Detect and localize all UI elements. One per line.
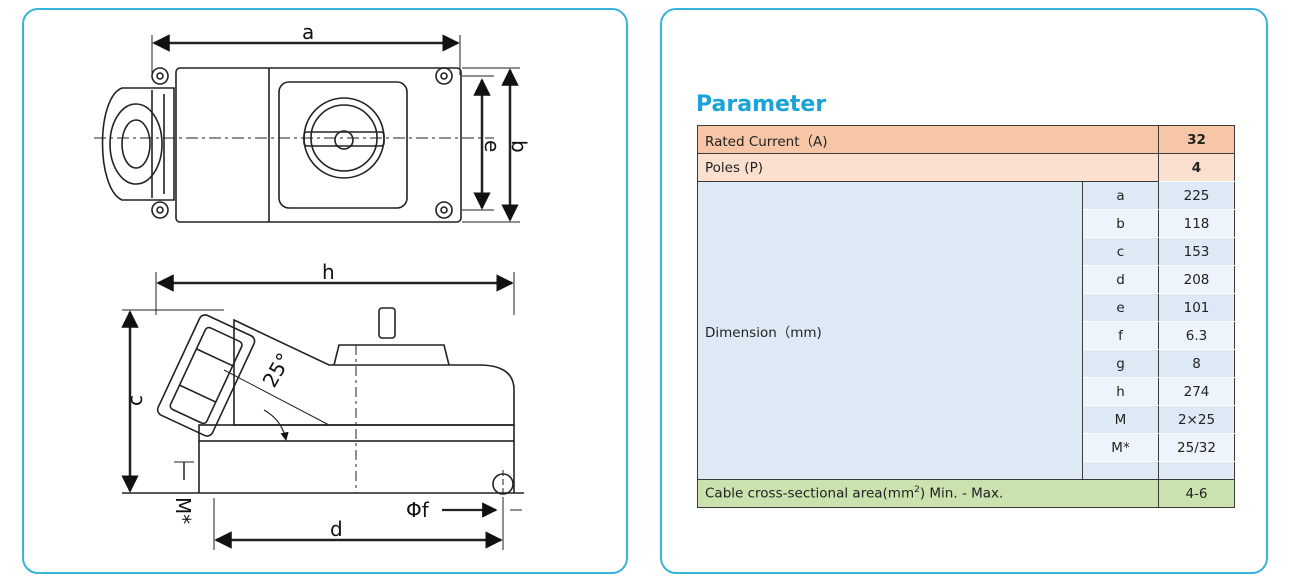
dimension-value: 153 bbox=[1158, 237, 1235, 266]
dimension-value: 274 bbox=[1158, 377, 1235, 406]
dimension-symbol bbox=[1082, 461, 1159, 480]
cable-label-text: Cable cross-sectional area(mm bbox=[705, 485, 915, 502]
dim-label-b: b bbox=[507, 140, 531, 153]
cable-label-tail: ) Min. - Max. bbox=[919, 485, 1004, 502]
dimension-value: 208 bbox=[1158, 265, 1235, 294]
dimension-symbol: e bbox=[1082, 293, 1159, 322]
dimension-symbol: M* bbox=[1082, 433, 1159, 462]
dimension-value: 101 bbox=[1158, 293, 1235, 322]
poles-row: Poles (P) 4 bbox=[697, 153, 1235, 182]
angle-label: 25° bbox=[258, 349, 297, 392]
dimension-value: 118 bbox=[1158, 209, 1235, 238]
dimension-value: 25/32 bbox=[1158, 433, 1235, 462]
cable-value: 4-6 bbox=[1158, 479, 1235, 508]
poles-value: 4 bbox=[1158, 153, 1235, 182]
dimension-value: 2×25 bbox=[1158, 405, 1235, 434]
dimension-symbol: g bbox=[1082, 349, 1159, 378]
parameter-panel: Parameter Rated Current（A) 32 Poles (P) … bbox=[660, 8, 1268, 574]
technical-drawing: a e bbox=[94, 20, 531, 550]
dim-label-m: M* bbox=[171, 497, 195, 524]
dimension-row bbox=[698, 461, 1235, 480]
side-view: h 25° c bbox=[121, 260, 524, 550]
dimension-symbol: f bbox=[1082, 321, 1159, 350]
dimension-value bbox=[1158, 461, 1235, 480]
dimension-symbol: b bbox=[1082, 209, 1159, 238]
rated-current-row: Rated Current（A) 32 bbox=[697, 125, 1235, 154]
dimension-symbol: d bbox=[1082, 265, 1159, 294]
dimension-symbol: a bbox=[1082, 181, 1159, 210]
dimension-value: 8 bbox=[1158, 349, 1235, 378]
dimension-symbol: c bbox=[1082, 237, 1159, 266]
dim-label-h: h bbox=[322, 260, 335, 284]
parameter-title: Parameter bbox=[696, 92, 827, 117]
dimension-label: Dimension（mm) bbox=[697, 181, 1083, 480]
cable-row: Cable cross-sectional area(mm2) Min. - M… bbox=[697, 479, 1235, 508]
parameter-table: Rated Current（A) 32 Poles (P) 4 Dimensio… bbox=[697, 125, 1235, 508]
dimension-value: 225 bbox=[1158, 181, 1235, 210]
dimension-row: M*25/32 bbox=[698, 433, 1235, 462]
cable-label: Cable cross-sectional area(mm2) Min. - M… bbox=[697, 479, 1159, 508]
top-view: a e bbox=[94, 20, 531, 223]
rated-current-value: 32 bbox=[1158, 125, 1235, 154]
dim-label-f: Φf bbox=[406, 498, 430, 522]
cable-label-sup: 2 bbox=[914, 485, 920, 496]
dim-label-a: a bbox=[302, 20, 314, 44]
poles-label: Poles (P) bbox=[697, 153, 1159, 182]
dim-label-c: c bbox=[123, 395, 147, 406]
dim-label-d: d bbox=[330, 517, 343, 541]
dimension-symbol: h bbox=[1082, 377, 1159, 406]
rated-current-label: Rated Current（A) bbox=[697, 125, 1159, 154]
dim-label-e: e bbox=[480, 140, 504, 152]
dimension-symbol: M bbox=[1082, 405, 1159, 434]
drawing-panel: a e bbox=[22, 8, 628, 574]
dimension-value: 6.3 bbox=[1158, 321, 1235, 350]
